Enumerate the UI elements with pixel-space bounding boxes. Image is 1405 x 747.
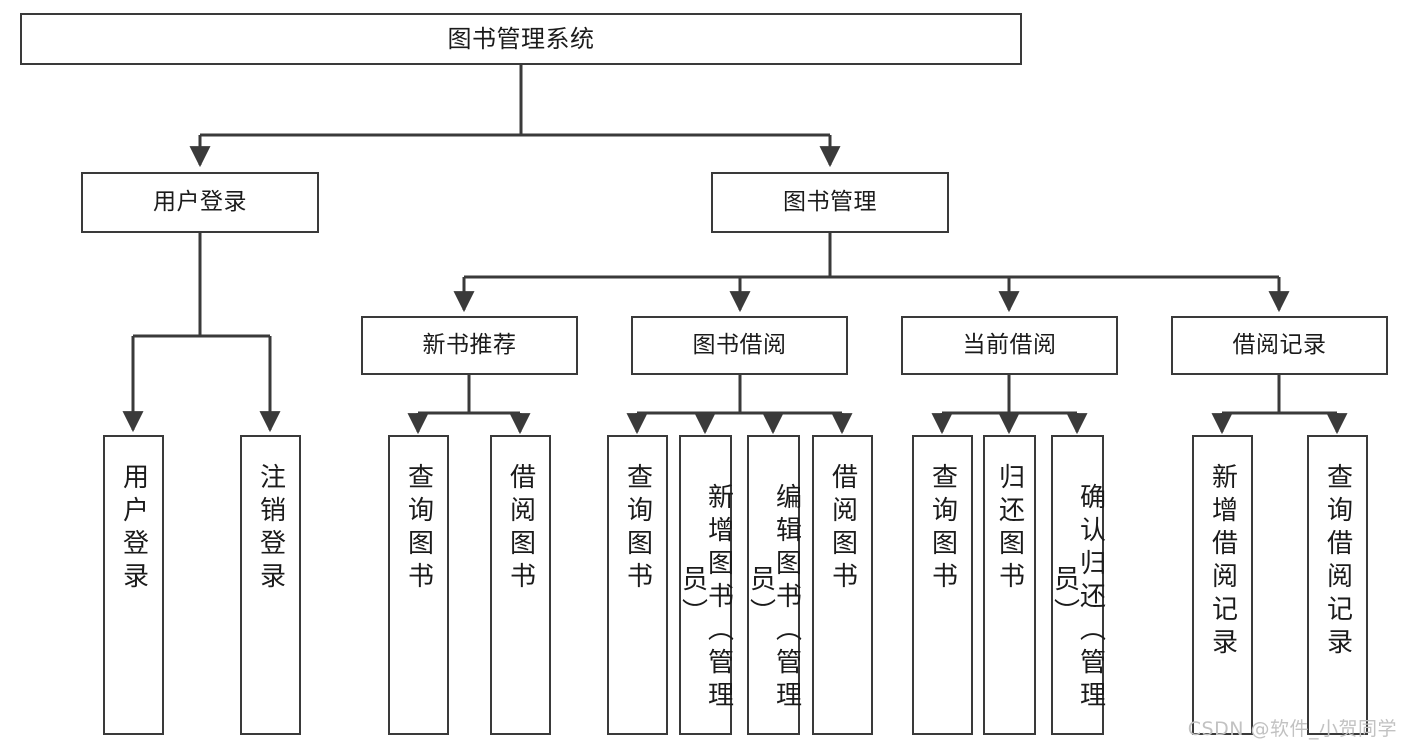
node-label: 查询图书 (927, 463, 958, 595)
node-leaf-query-book-current[interactable]: 查询图书 (912, 435, 973, 735)
node-root-book-management-system[interactable]: 图书管理系统 (20, 13, 1022, 65)
node-leaf-query-borrow-record[interactable]: 查询借阅记录 (1307, 435, 1368, 735)
node-book-borrow[interactable]: 图书借阅 (631, 316, 848, 375)
node-current-borrow[interactable]: 当前借阅 (901, 316, 1118, 375)
node-label: 新增图书（管理员） (677, 482, 734, 714)
node-label: 借阅图书 (505, 463, 536, 595)
node-leaf-add-book-admin[interactable]: 新增图书（管理员） (677, 435, 734, 735)
node-user-login[interactable]: 用户登录 (81, 172, 319, 233)
node-label: 借阅图书 (827, 463, 858, 595)
node-leaf-user-login[interactable]: 用户登录 (103, 435, 164, 735)
node-label: 当前借阅 (962, 331, 1057, 358)
node-label: 查询借阅记录 (1322, 463, 1353, 661)
node-label: 图书借阅 (692, 331, 787, 358)
node-leaf-borrow-book[interactable]: 借阅图书 (812, 435, 873, 735)
node-label: 查询图书 (403, 463, 434, 595)
node-label: 图书管理系统 (447, 24, 595, 53)
node-label: 新增借阅记录 (1207, 463, 1238, 661)
node-leaf-borrow-book-recommend[interactable]: 借阅图书 (490, 435, 551, 735)
node-leaf-confirm-return-admin[interactable]: 确认归还（管理员） (1049, 435, 1106, 735)
node-leaf-query-book-recommend[interactable]: 查询图书 (388, 435, 449, 735)
node-new-book-recommend[interactable]: 新书推荐 (361, 316, 578, 375)
node-label: 确认归还（管理员） (1049, 482, 1106, 714)
node-leaf-edit-book-admin[interactable]: 编辑图书（管理员） (745, 435, 802, 735)
node-label: 编辑图书（管理员） (745, 482, 802, 714)
node-label: 借阅记录 (1232, 331, 1327, 358)
node-label: 用户登录 (118, 463, 149, 595)
csdn-watermark: CSDN @软件_小贺同学 (1187, 718, 1397, 740)
node-leaf-query-book-borrow[interactable]: 查询图书 (607, 435, 668, 735)
node-label: 用户登录 (153, 188, 247, 215)
node-borrow-record[interactable]: 借阅记录 (1171, 316, 1388, 375)
node-label: 新书推荐 (422, 331, 517, 358)
node-book-management[interactable]: 图书管理 (711, 172, 949, 233)
node-leaf-return-book[interactable]: 归还图书 (983, 435, 1036, 735)
node-leaf-logout[interactable]: 注销登录 (240, 435, 301, 735)
node-label: 查询图书 (622, 463, 653, 595)
node-leaf-add-borrow-record[interactable]: 新增借阅记录 (1192, 435, 1253, 735)
node-label: 图书管理 (783, 188, 877, 215)
node-label: 注销登录 (255, 463, 286, 595)
node-label: 归还图书 (994, 463, 1025, 595)
